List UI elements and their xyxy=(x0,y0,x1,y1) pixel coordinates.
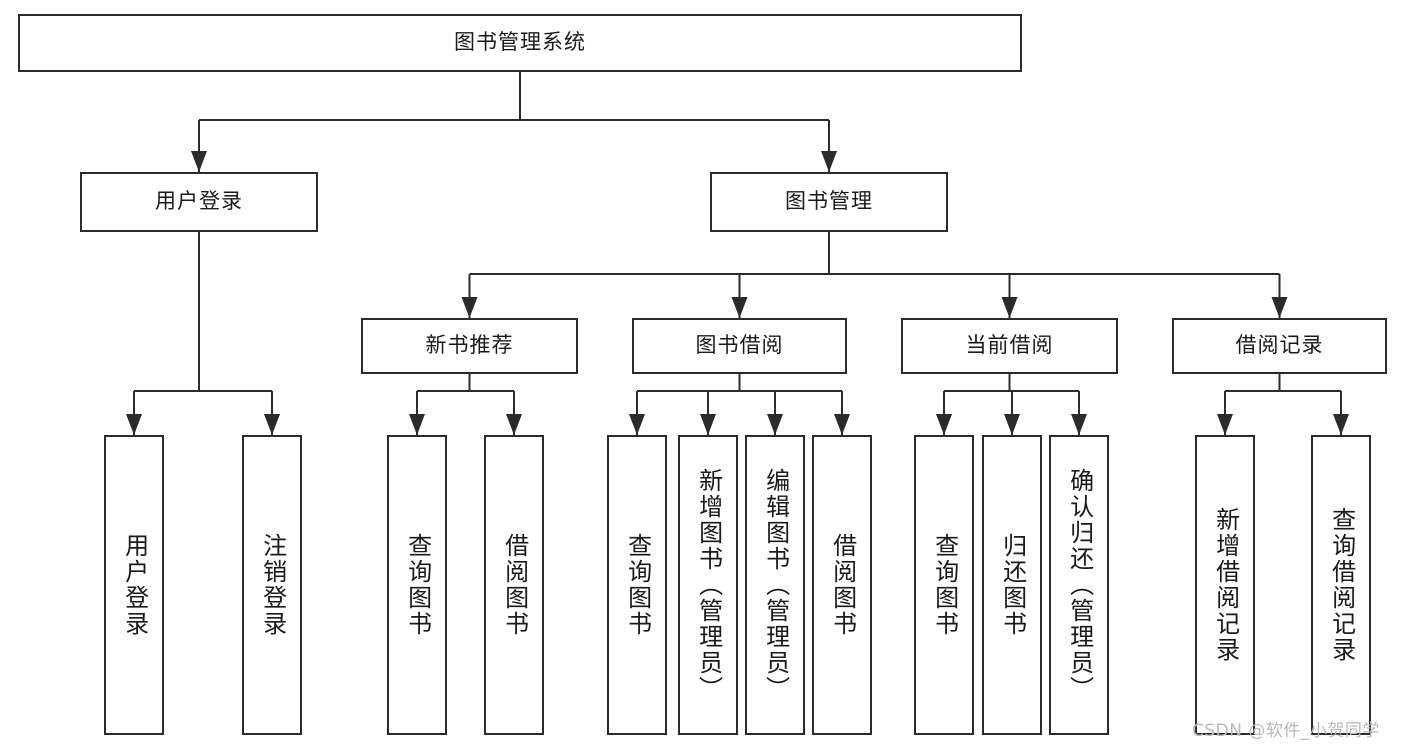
node-leaf-logout: 注销登录 xyxy=(242,435,302,735)
node-leaf-add-record: 新增借阅记录 xyxy=(1195,435,1255,735)
node-leaf-query-record: 查询借阅记录 xyxy=(1311,435,1371,735)
node-label: 图书借阅 xyxy=(695,333,784,358)
node-leaf-add-book: 新增图书（管理员） xyxy=(678,435,738,735)
node-label: 用户登录 xyxy=(120,533,149,637)
node-root: 图书管理系统 xyxy=(18,14,1022,72)
node-l3-new-book-rec: 新书推荐 xyxy=(361,318,578,374)
node-label: 图书管理 xyxy=(785,189,873,214)
node-leaf-borrow-book-1: 借阅图书 xyxy=(484,435,544,735)
node-label: 新增借阅记录 xyxy=(1211,507,1240,663)
node-label: 归还图书 xyxy=(998,533,1027,637)
node-label: 编辑图书（管理员） xyxy=(761,468,790,702)
node-l3-current-borrow: 当前借阅 xyxy=(901,318,1118,374)
node-leaf-query-book-1: 查询图书 xyxy=(387,435,447,735)
node-l2-book-manage: 图书管理 xyxy=(710,172,948,232)
node-leaf-return-book: 归还图书 xyxy=(982,435,1042,735)
node-l3-book-borrow: 图书借阅 xyxy=(632,318,847,374)
node-label: 注销登录 xyxy=(258,533,287,637)
node-label: 确认归还（管理员） xyxy=(1065,468,1094,702)
node-label: 查询图书 xyxy=(403,533,432,637)
node-label: 借阅图书 xyxy=(500,533,529,637)
node-label: 借阅记录 xyxy=(1235,333,1324,358)
node-leaf-user-login: 用户登录 xyxy=(104,435,164,735)
node-label: 查询借阅记录 xyxy=(1327,507,1356,663)
node-leaf-borrow-book-2: 借阅图书 xyxy=(812,435,872,735)
node-leaf-edit-book: 编辑图书（管理员） xyxy=(745,435,805,735)
node-label: 查询图书 xyxy=(930,533,959,637)
node-label: 图书管理系统 xyxy=(454,30,586,55)
node-l2-user-login: 用户登录 xyxy=(80,172,318,232)
node-leaf-query-book-3: 查询图书 xyxy=(914,435,974,735)
node-leaf-query-book-2: 查询图书 xyxy=(607,435,667,735)
node-label: 借阅图书 xyxy=(828,533,857,637)
node-label: 当前借阅 xyxy=(965,333,1054,358)
node-label: 新书推荐 xyxy=(425,333,514,358)
node-leaf-confirm-return: 确认归还（管理员） xyxy=(1049,435,1109,735)
node-label: 查询图书 xyxy=(623,533,652,637)
node-label: 用户登录 xyxy=(155,189,243,214)
node-l3-borrow-record: 借阅记录 xyxy=(1172,318,1387,374)
node-label: 新增图书（管理员） xyxy=(694,468,723,702)
